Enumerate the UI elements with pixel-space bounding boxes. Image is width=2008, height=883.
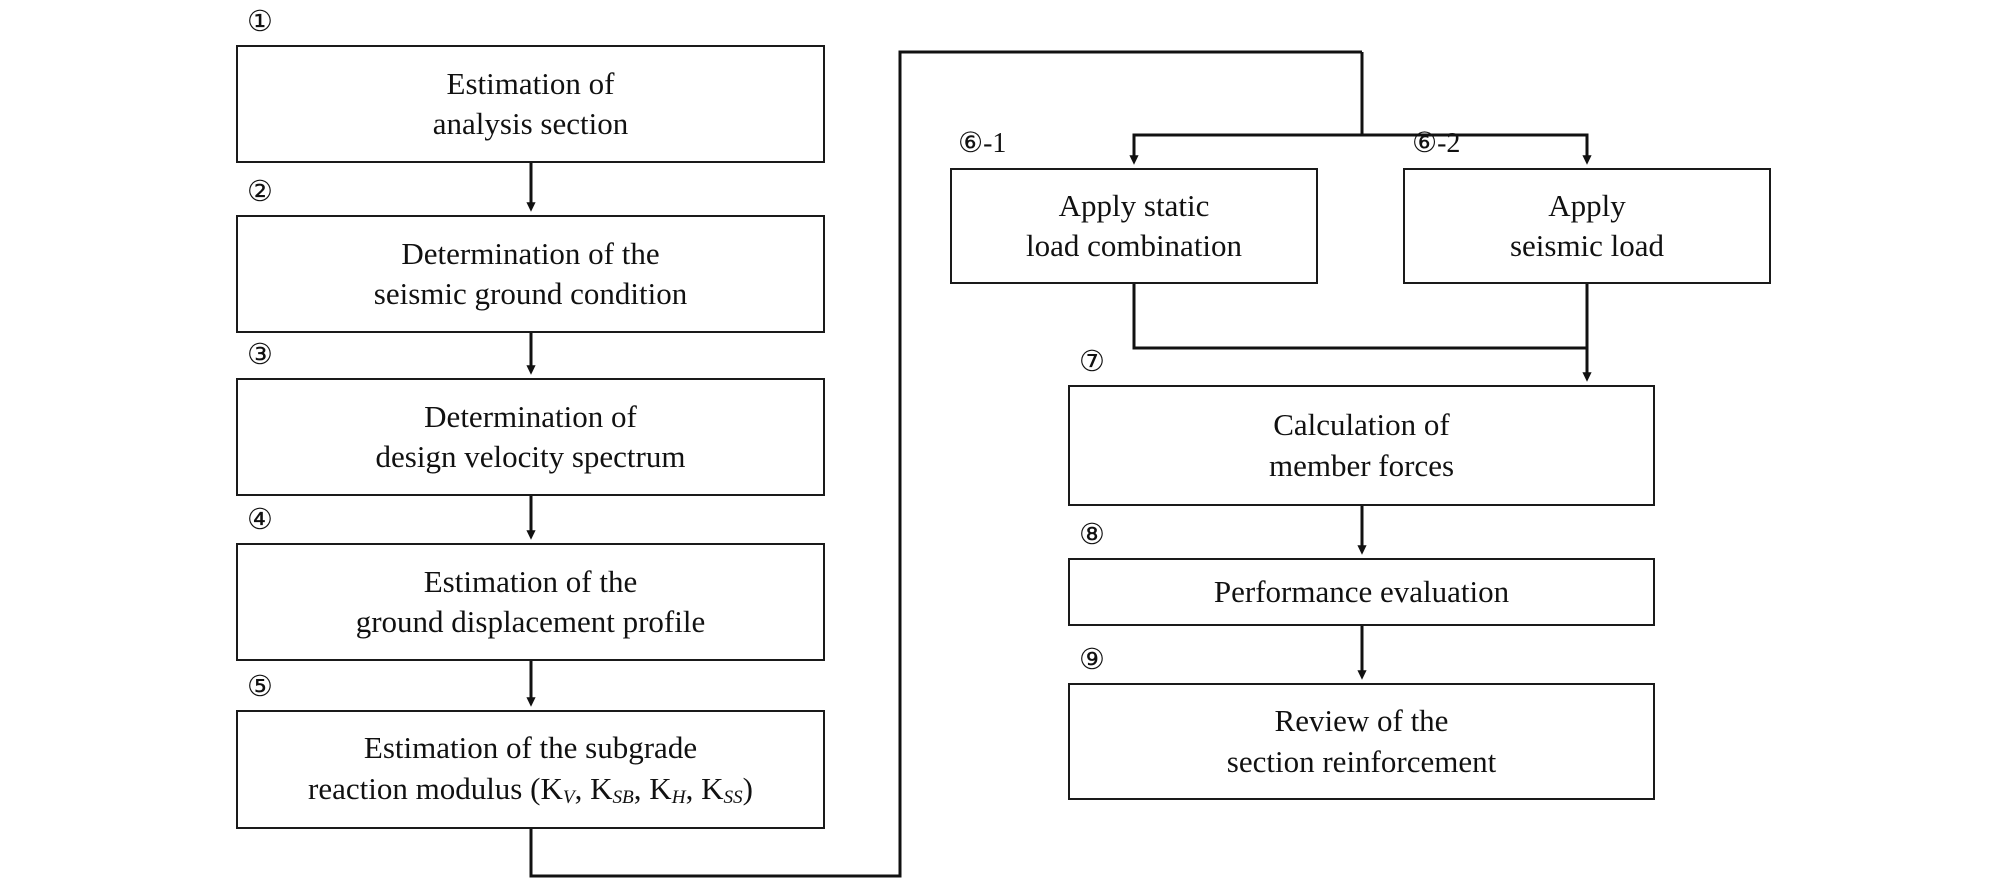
node-5-subscript-sb: SB (612, 786, 634, 808)
node-5-sep-1: , K (574, 770, 613, 806)
step-tag-3: ③ (247, 337, 273, 372)
node-3-line-2: design velocity spectrum (375, 439, 686, 474)
node-4-line-1: Estimation of the (423, 563, 638, 599)
node-5-formula-suffix: ) (742, 770, 753, 806)
node-apply-static-load-combination[interactable]: Apply static load combination (950, 168, 1318, 284)
node-calculation-of-member-forces[interactable]: Calculation of member forces (1068, 385, 1655, 506)
step-tag-9: ⑨ (1079, 642, 1105, 677)
edge-6-1-merge (1132, 284, 1587, 350)
edge-branch-to-6-2 (1360, 52, 1592, 165)
node-3-line-1: Determination of (424, 398, 637, 434)
node-6-1-line-1: Apply static (1058, 187, 1210, 223)
node-5-line-2: reaction modulus (KV, KSB, KH, KSS) (308, 769, 753, 811)
step-tag-6-2: ⑥-2 (1412, 126, 1460, 160)
node-determination-of-design-velocity-spectrum[interactable]: Determination of design velocity spectru… (236, 378, 825, 496)
step-tag-1: ① (247, 4, 273, 39)
circled-number-5: ⑤ (247, 669, 273, 703)
node-5-formula-prefix: reaction modulus (K (308, 770, 563, 806)
node-estimation-of-ground-displacement-profile[interactable]: Estimation of the ground displacement pr… (236, 543, 825, 661)
node-2-line-1: Determination of the (401, 235, 660, 271)
circled-number-7: ⑦ (1079, 344, 1105, 378)
node-estimation-of-subgrade-reaction-modulus[interactable]: Estimation of the subgrade reaction modu… (236, 710, 825, 829)
node-7-line-2: member forces (1268, 447, 1455, 483)
node-4-line-2: ground displacement profile (355, 604, 706, 639)
node-5-line-1: Estimation of the subgrade (363, 730, 698, 766)
node-performance-evaluation[interactable]: Performance evaluation (1068, 558, 1655, 626)
circled-number-6-dash-2: ⑥-2 (1412, 128, 1461, 159)
node-estimation-of-analysis-section[interactable]: Estimation of analysis section (236, 45, 825, 163)
step-tag-7: ⑦ (1079, 344, 1105, 379)
node-6-1-line-2: load combination (1025, 228, 1243, 263)
step-tag-8: ⑧ (1079, 517, 1105, 552)
circled-number-2: ② (247, 174, 273, 208)
node-5-subscript-h: H (671, 786, 686, 808)
edge-branch-to-6-1 (1129, 52, 1364, 165)
node-determination-of-seismic-ground-condition[interactable]: Determination of the seismic ground cond… (236, 215, 825, 333)
step-tag-6-1: ⑥-1 (958, 126, 1006, 160)
circled-number-1: ① (247, 4, 273, 38)
node-9-line-2: section reinforcement (1226, 743, 1497, 779)
node-5-sep-3: , K (685, 770, 724, 806)
node-5-sep-2: , K (633, 770, 672, 806)
node-5-subscript-ss: SS (723, 786, 743, 808)
node-9-line-1: Review of the (1274, 703, 1449, 739)
step-tag-4: ④ (247, 502, 273, 537)
circled-number-6-dash-1: ⑥-1 (958, 128, 1007, 159)
node-6-2-line-2: seismic load (1509, 228, 1665, 263)
node-apply-seismic-load[interactable]: Apply seismic load (1403, 168, 1771, 284)
node-7-line-1: Calculation of (1273, 407, 1450, 443)
step-tag-5: ⑤ (247, 669, 273, 704)
circled-number-8: ⑧ (1079, 517, 1105, 551)
circled-number-4: ④ (247, 502, 273, 536)
node-8-line-1: Performance evaluation (1213, 573, 1510, 609)
node-5-subscript-v: V (562, 786, 575, 808)
node-6-2-line-1: Apply (1548, 187, 1626, 223)
circled-number-9: ⑨ (1079, 642, 1105, 676)
node-1-line-2: analysis section (432, 106, 629, 141)
node-review-of-section-reinforcement[interactable]: Review of the section reinforcement (1068, 683, 1655, 800)
circled-number-3: ③ (247, 337, 273, 371)
node-1-line-1: Estimation of (446, 65, 615, 101)
node-2-line-2: seismic ground condition (373, 276, 688, 311)
step-tag-2: ② (247, 174, 273, 209)
